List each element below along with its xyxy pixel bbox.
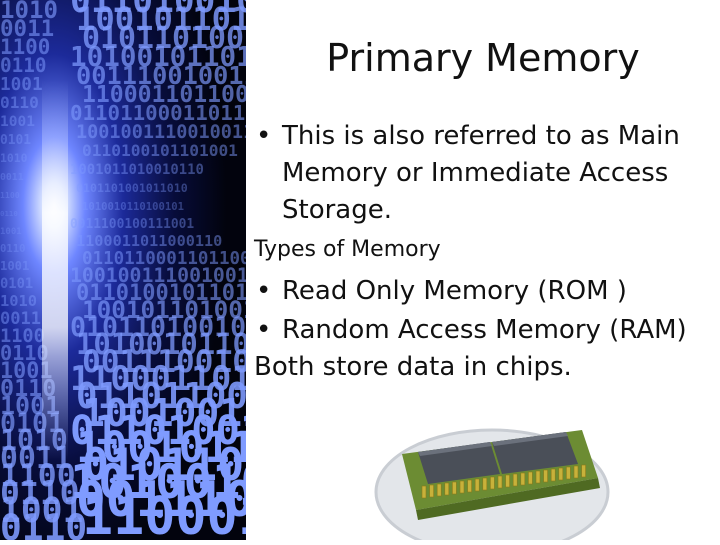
binary-row: 1100 [0, 326, 45, 347]
chip-pin [444, 482, 450, 496]
binary-row: 0110110001101100 [82, 249, 246, 269]
binary-row: 1001 [0, 114, 35, 130]
binary-row: 0011100100111001 [76, 61, 246, 90]
types-heading: Types of Memory [254, 237, 441, 262]
bullet-text: Read Only Memory (ROM ) [282, 276, 627, 306]
binary-row: 1001011010010110 [70, 162, 204, 178]
binary-row: 1100 [0, 458, 76, 494]
bullet-item: • Read Only Memory (ROM ) [254, 273, 710, 310]
chip-pin [452, 481, 457, 495]
binary-row: 1001001110010011 [82, 391, 246, 435]
bullet-text: This is also referred to as Main Memory … [282, 121, 680, 225]
binary-row: 0110 [0, 341, 49, 365]
chip-pin [581, 464, 586, 478]
memory-chip-image [372, 412, 610, 545]
chip-pin [474, 478, 480, 492]
binary-row: 0110 [0, 243, 26, 255]
slide-title: Primary Memory [326, 36, 640, 80]
bullet-dot: • [256, 121, 272, 151]
binary-row: 0110 [0, 506, 87, 540]
chip-pin [490, 476, 495, 490]
binary-row: 1100011011000110 [70, 359, 246, 398]
binary-row: 0110100101101001 [76, 281, 246, 306]
chip-pin [528, 471, 533, 485]
chip-pin [566, 466, 571, 480]
binary-row: 1001 [0, 259, 29, 273]
binary-row: 1010 [0, 292, 37, 310]
chip-pin [543, 469, 548, 483]
binary-row: 1100 [0, 190, 20, 200]
binary-row: 1001 [0, 491, 83, 531]
chip-pin [558, 467, 564, 481]
binary-row: 1001 [0, 227, 22, 237]
chip-pin [512, 473, 518, 487]
binary-row: 1001011010010110 [76, 423, 246, 473]
bullet-item: • Random Access Memory (RAM) [254, 312, 710, 349]
binary-row: 1100011011000110 [76, 232, 222, 250]
binary-row: 0011 [0, 172, 24, 183]
bullet-item: • This is also referred to as Main Memor… [254, 118, 710, 229]
binary-row: 1100011011000110 [82, 487, 246, 540]
binary-row: 1001 [0, 75, 43, 95]
binary-row: 0110100101101001 [82, 141, 238, 160]
binary-row: 0110110001101100 [76, 376, 246, 417]
bullet-dot: • [256, 315, 272, 345]
binary-row: 1010010110100101 [82, 201, 184, 213]
binary-row: 1010 [0, 0, 58, 24]
chip-pin [550, 468, 556, 482]
binary-row: 1010010110100101 [70, 455, 246, 510]
chip-pin [505, 474, 510, 488]
slide-body: • This is also referred to as Main Memor… [254, 118, 710, 386]
binary-row: 0110 [0, 54, 46, 77]
binary-row: 0011100100111001 [82, 344, 246, 380]
chip-pin [573, 465, 579, 479]
chip-pin [459, 480, 465, 494]
binary-row: 0011100100111001 [70, 217, 194, 232]
binary-row: 0101101001011010 [82, 21, 246, 56]
chip-pin [497, 475, 503, 489]
binary-row: 1100011011000110 [82, 82, 246, 108]
binary-row: 1001001110010011 [76, 122, 246, 143]
binary-row: 0011 [0, 309, 41, 329]
binary-row: 0110110001101100 [70, 101, 246, 125]
binary-row: 1010010110100101 [76, 327, 246, 361]
binary-row: 0110100101101001 [70, 407, 246, 454]
chip-pin [482, 477, 488, 491]
binary-row: 0101101001011010 [76, 181, 188, 195]
binary-row: 1010010110100101 [70, 40, 246, 73]
binary-row: 1100 [0, 35, 50, 59]
binary-row: 0011100100111001 [76, 470, 246, 528]
chip-pin [467, 479, 472, 493]
binary-row: 1010 [0, 151, 28, 165]
binary-row: 1001011010010110 [82, 295, 246, 324]
binary-row: 0011 [0, 16, 54, 42]
binary-row: 0110 [0, 209, 18, 218]
binary-row: 0110 [0, 473, 79, 512]
binary-row: 0101 [0, 276, 33, 292]
chip-pin [436, 483, 442, 497]
closing-line: Both store data in chips. [254, 352, 572, 382]
bullet-text: Random Access Memory (RAM) [282, 315, 687, 345]
binary-row: 0101 [0, 133, 31, 148]
chip-pin [535, 470, 541, 484]
binary-row: 1001011010010110 [76, 0, 246, 38]
binary-row: 0110100101101001 [70, 0, 246, 21]
chip-pin [421, 485, 427, 499]
binary-row: 0110 [0, 93, 39, 112]
chip-pin [429, 484, 434, 498]
chip-pin [520, 472, 526, 486]
binary-row: 0101101001011010 [70, 312, 246, 343]
binary-tunnel-image: 0110100101101001101010010110100101100011… [0, 0, 246, 540]
binary-row: 1001001110010011 [70, 264, 246, 287]
binary-row: 0101101001011010 [82, 438, 246, 491]
bullet-dot: • [256, 276, 272, 306]
